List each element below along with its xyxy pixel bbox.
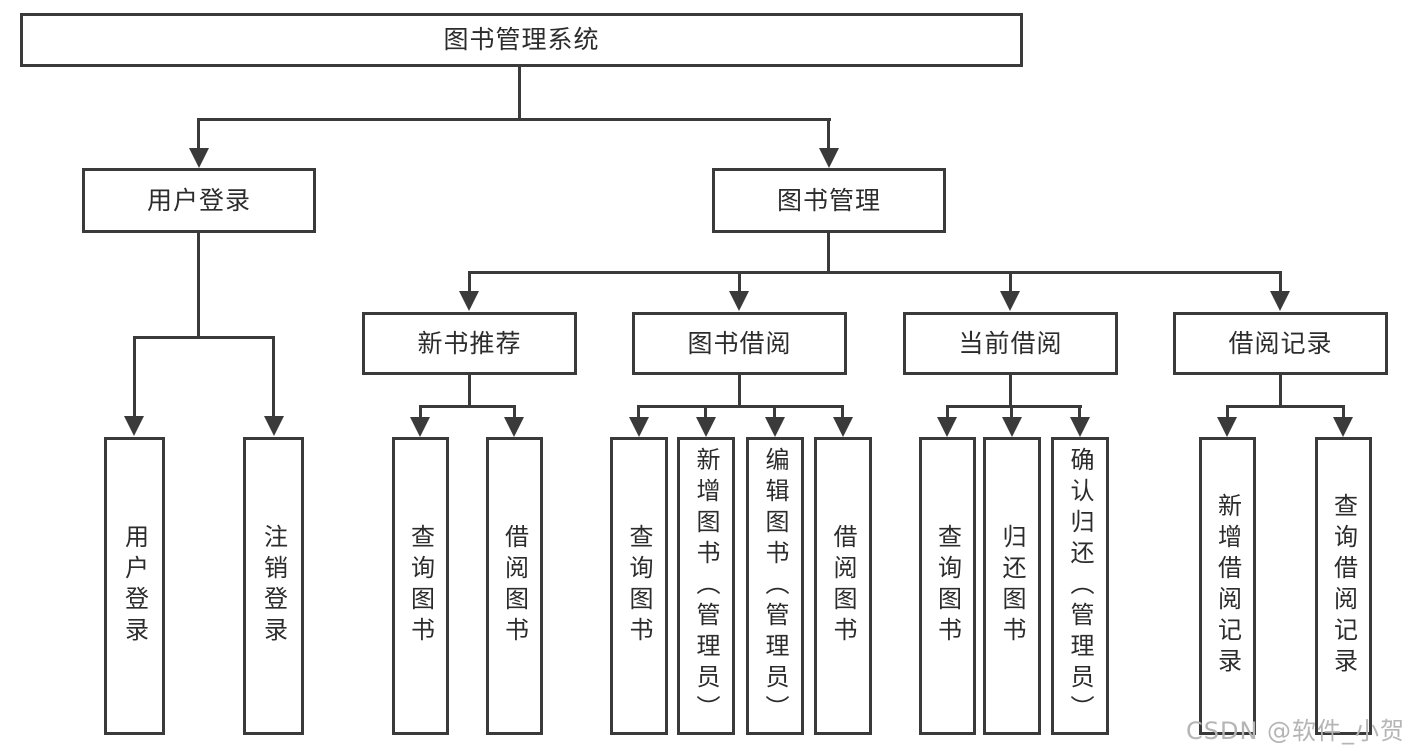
edge-sec2-horizontal [946,405,1082,408]
leaf-user-login-label: 用户登录 [120,524,149,648]
leaf-query-borrow-record-label: 查询借阅记录 [1329,493,1358,679]
edge-sec0-drop-2 [513,405,516,417]
arrow-down-icon [696,417,716,437]
arrow-down-icon [1000,291,1020,311]
edge-login-drop-2 [272,336,275,418]
leaf-add-books-admin-label: 新增图书（管理员） [692,446,720,726]
leaf-borrow-query-books: 查询图书 [610,437,668,735]
leaf-confirm-return-admin-label: 确认归还（管理员） [1066,446,1094,726]
edge-sec0-horizontal [419,405,516,408]
edge-login-horizontal [133,336,275,339]
edge-sec3-horizontal [1226,405,1345,408]
leaf-return-books-label: 归还图书 [998,524,1026,648]
edge-sec3-drop-2 [1342,405,1345,417]
arrow-down-icon [459,291,479,311]
leaf-add-borrow-record: 新增借阅记录 [1199,437,1256,735]
leaf-user-login: 用户登录 [104,437,165,735]
edge-sec1-stem [738,375,741,407]
leaf-recommend-borrow-books-label: 借阅图书 [500,524,529,648]
edge-sec2-stem [1009,375,1012,407]
node-root-label: 图书管理系统 [443,25,600,54]
node-current-borrow-label: 当前借阅 [958,328,1063,358]
arrow-down-icon [629,417,649,437]
edge-sec2-drop-3 [1078,405,1081,417]
arrow-down-icon [833,417,853,437]
edge-root-drop-left [197,118,200,150]
edge-sec0-stem [468,375,471,407]
leaf-borrow-books: 借阅图书 [814,437,872,735]
arrow-down-icon [264,416,284,436]
leaf-logout: 注销登录 [243,437,304,735]
leaf-edit-books-admin: 编辑图书（管理员） [746,437,804,735]
node-user-login-label: 用户登录 [146,185,251,215]
arrow-down-icon [410,417,430,437]
arrow-down-icon [189,148,209,168]
leaf-current-query-books-label: 查询图书 [933,524,962,648]
edge-mgmt-drop-1 [468,271,471,293]
node-root: 图书管理系统 [20,13,1023,67]
leaf-edit-books-admin-label: 编辑图书（管理员） [761,446,789,726]
edge-root-horizontal [197,118,831,121]
edge-sec1-drop-1 [637,405,640,417]
arrow-down-icon [1217,417,1237,437]
edge-sec1-horizontal [637,405,844,408]
arrow-down-icon [1070,417,1090,437]
leaf-logout-label: 注销登录 [259,524,288,648]
arrow-down-icon [819,148,839,168]
arrow-down-icon [937,417,957,437]
arrow-down-icon [729,291,749,311]
edge-login-stem [197,233,200,336]
arrow-down-icon [1002,417,1022,437]
leaf-recommend-query-books-label: 查询图书 [406,524,435,648]
edge-mgmt-drop-2 [738,271,741,293]
node-borrow-records: 借阅记录 [1173,312,1388,375]
node-book-borrow-label: 图书借阅 [687,328,792,358]
leaf-recommend-borrow-books: 借阅图书 [486,437,543,735]
edge-mgmt-stem [827,233,830,273]
arrow-down-icon [1270,291,1290,311]
leaf-add-books-admin: 新增图书（管理员） [677,437,735,735]
edge-sec3-drop-1 [1226,405,1229,417]
node-new-book-recommend-label: 新书推荐 [417,328,522,358]
edge-root-drop-right [827,118,830,150]
node-book-management: 图书管理 [712,168,946,233]
leaf-query-borrow-record: 查询借阅记录 [1315,437,1372,735]
leaf-confirm-return-admin: 确认归还（管理员） [1051,437,1109,735]
node-book-management-label: 图书管理 [776,185,881,215]
edge-mgmt-drop-3 [1009,271,1012,293]
edge-root-stem [518,67,521,118]
arrow-down-icon [504,417,524,437]
arrow-down-icon [1333,417,1353,437]
node-borrow-records-label: 借阅记录 [1228,328,1333,358]
edge-sec1-drop-4 [841,405,844,417]
leaf-current-query-books: 查询图书 [919,437,976,735]
node-new-book-recommend: 新书推荐 [362,312,577,375]
edge-sec1-drop-3 [773,405,776,417]
edge-sec0-drop-1 [419,405,422,417]
csdn-watermark: CSDN @软件_小贺同学 [1186,717,1405,745]
leaf-recommend-query-books: 查询图书 [392,437,449,735]
leaf-borrow-query-books-label: 查询图书 [625,524,653,648]
node-current-borrow: 当前借阅 [903,312,1118,375]
arrow-down-icon [765,417,785,437]
leaf-borrow-books-label: 借阅图书 [829,524,857,648]
edge-sec3-stem [1279,375,1282,407]
leaf-add-borrow-record-label: 新增借阅记录 [1213,493,1242,679]
node-user-login: 用户登录 [82,168,316,233]
leaf-return-books: 归还图书 [983,437,1041,735]
edge-mgmt-horizontal [468,271,1282,274]
edge-sec2-drop-2 [1010,405,1013,417]
edge-mgmt-drop-4 [1279,271,1282,293]
edge-login-drop-1 [133,336,136,418]
arrow-down-icon [124,416,144,436]
node-book-borrow: 图书借阅 [632,312,847,375]
edge-sec2-drop-1 [946,405,949,417]
edge-sec1-drop-2 [704,405,707,417]
